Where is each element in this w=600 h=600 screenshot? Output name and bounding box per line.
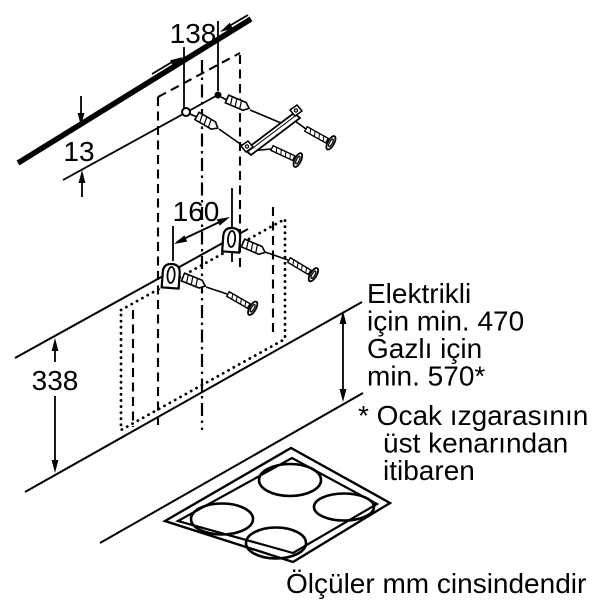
cooktop-top-reference-line: [99, 392, 364, 544]
burner-icon: [257, 462, 323, 498]
footnote: * Ocak ızgarasının üst kenarından itibar…: [358, 400, 588, 486]
cooktop-icon: [162, 446, 393, 564]
wall-anchors: [180, 94, 268, 291]
dim-13-label: 13: [63, 136, 94, 167]
mounting-hole-icon: [214, 91, 222, 99]
wall-anchor-icon: [194, 111, 221, 133]
hood-bottom-reference-line: [24, 301, 363, 493]
units-note: Ölçüler mm cinsindendir: [286, 568, 586, 599]
keyhole-bracket-icon: [221, 226, 242, 254]
mounting-bracket-icon: [239, 103, 304, 157]
dim-panel-height: 338: [32, 338, 79, 473]
dim-hole-spacing: 138: [151, 14, 249, 108]
screw-icon: [267, 140, 305, 170]
footnote-line-2: üst kenarından: [383, 428, 568, 459]
screw-icon: [301, 121, 339, 152]
mounting-line: [14, 228, 249, 359]
clearance-line-4: min. 570*: [367, 361, 485, 392]
dim-160-label: 160: [173, 196, 220, 227]
mounting-hole-icon: [181, 107, 191, 117]
clearance-line-1: Elektrikli: [367, 278, 471, 309]
screw-icon: [284, 252, 321, 284]
wall-anchor-icon: [224, 94, 252, 114]
footnote-line-1: * Ocak ızgarasının: [358, 400, 588, 431]
mounting-holes: [181, 91, 222, 117]
dim-138-label: 138: [170, 18, 217, 49]
screws: [223, 121, 339, 318]
clearance-text: Elektrikli için min. 470 Gazlı için min.…: [367, 278, 524, 392]
screw-icon: [223, 286, 261, 318]
dim-338-label: 338: [32, 365, 79, 396]
wall-top-edge-line: [16, 16, 253, 166]
burner-icon: [312, 492, 376, 522]
burner-icon: [244, 526, 308, 560]
footnote-line-3: itibaren: [383, 455, 475, 486]
dim-wall-offset: 13: [63, 96, 95, 197]
keyhole-bracket-icon: [160, 262, 182, 290]
clearance-line-3: Gazlı için: [367, 333, 482, 364]
clearance-dimension-arrow: [339, 311, 347, 402]
wall-anchor-icon: [240, 238, 268, 258]
burner-icon: [189, 502, 255, 536]
clearance-line-2: için min. 470: [367, 306, 524, 337]
